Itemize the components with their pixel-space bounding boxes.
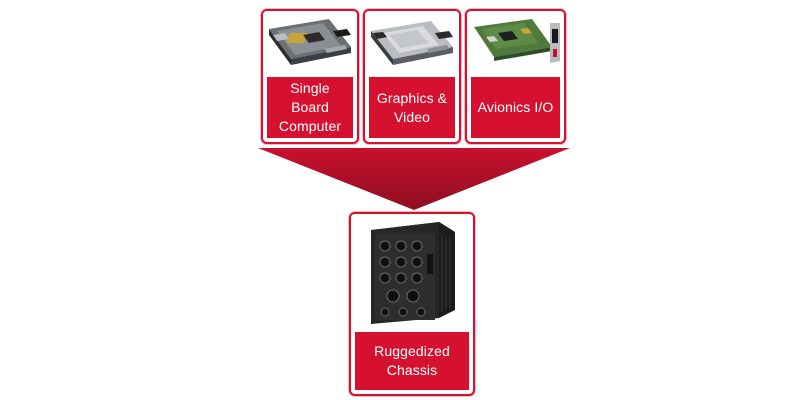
avionics-io-board-photo xyxy=(467,11,564,77)
funnel-arrow xyxy=(258,148,570,210)
card-label: Single Board Computer xyxy=(267,77,353,138)
single-board-computer-photo xyxy=(263,11,357,77)
graphics-video-board-photo xyxy=(365,11,459,77)
circuit-board-icon xyxy=(269,19,351,65)
card-avionics-io: Avionics I/O xyxy=(465,9,566,144)
label-text: Avionics I/O xyxy=(477,99,554,115)
chassis-icon xyxy=(371,222,455,324)
card-label: Avionics I/O xyxy=(471,77,560,138)
card-graphics-video: Graphics & Video xyxy=(363,9,461,144)
rugged-chassis-photo xyxy=(351,214,473,330)
circuit-board-icon xyxy=(371,21,453,65)
card-ruggedized-chassis: Ruggedized Chassis xyxy=(349,212,475,396)
card-label: Graphics & Video xyxy=(369,77,455,138)
card-label: Ruggedized Chassis xyxy=(355,332,469,390)
card-single-board-computer: Single Board Computer xyxy=(261,9,359,144)
label-text: Single Board Computer xyxy=(278,80,342,134)
label-text: Ruggedized Chassis xyxy=(374,343,450,378)
label-text: Graphics & Video xyxy=(376,89,448,125)
circuit-board-icon xyxy=(473,19,560,63)
